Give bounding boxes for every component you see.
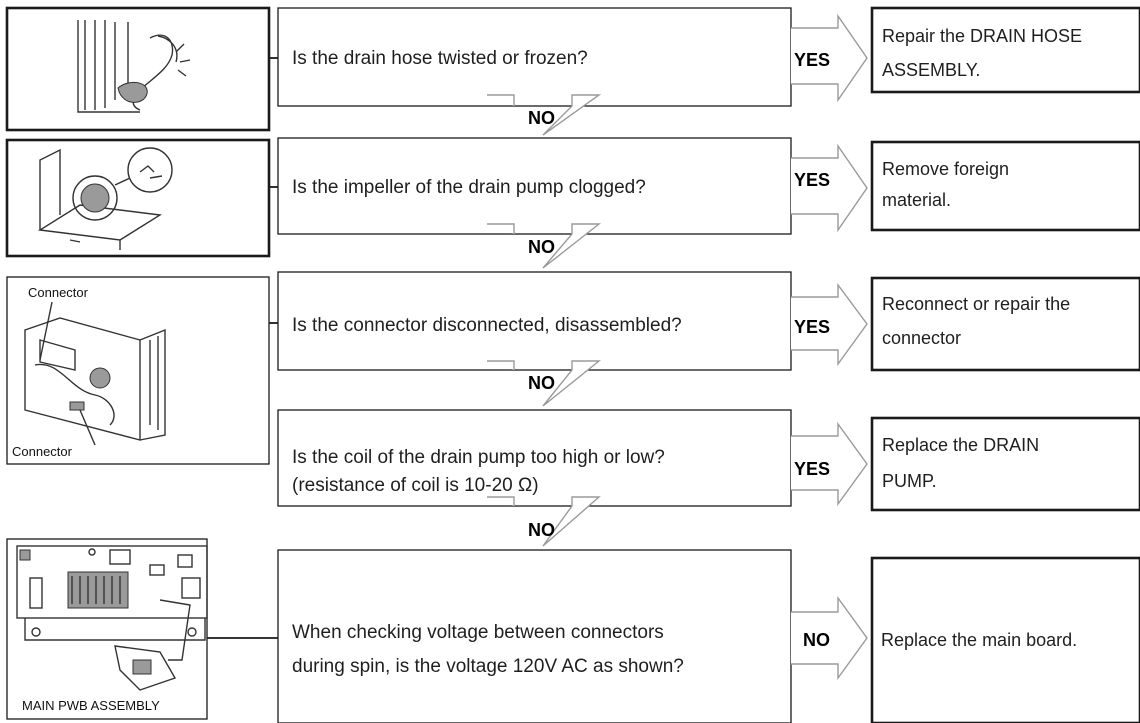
action-5-line-1: Replace the main board. [881, 630, 1077, 650]
action-4-line-1: Replace the DRAIN [882, 435, 1039, 455]
question-3-text: Is the connector disconnected, disassemb… [292, 315, 682, 336]
question-1-text: Is the drain hose twisted or frozen? [292, 48, 588, 69]
question-5-line-1: When checking voltage between connectors [292, 622, 664, 643]
action-2-line-2: material. [882, 190, 951, 210]
question-5-line-2: during spin, is the voltage 120V AC as s… [292, 656, 684, 677]
down-arrow-4: NO [487, 496, 601, 547]
question-box-4: Is the coil of the drain pump too high o… [277, 409, 792, 507]
right-arrow-3: YES [791, 282, 868, 367]
yes-label-2: YES [794, 170, 830, 190]
action-1-line-1: Repair the DRAIN HOSE [882, 26, 1082, 46]
down-arrow-2: NO [487, 223, 602, 269]
right-arrow-4: YES [791, 421, 868, 507]
action-2-line-1: Remove foreign [882, 159, 1009, 179]
connector-icon [24, 301, 166, 446]
question-4-line-1: Is the coil of the drain pump too high o… [292, 447, 665, 468]
question-2-text: Is the impeller of the drain pump clogge… [292, 177, 646, 198]
action-box-3: Reconnect or repair the connector [870, 276, 1140, 372]
no-label-2: NO [528, 237, 555, 257]
right-arrow-2: YES [791, 143, 868, 233]
main-pwb-label: MAIN PWB ASSEMBLY [22, 698, 160, 713]
illustration-drain-pump [5, 138, 271, 258]
yes-label-3: YES [794, 317, 830, 337]
action-3-line-1: Reconnect or repair the [882, 294, 1070, 314]
question-box-2: Is the impeller of the drain pump clogge… [277, 137, 792, 235]
action-box-2: Remove foreign material. [870, 140, 1140, 232]
drain-pump-icon [37, 147, 173, 250]
question-box-3: Is the connector disconnected, disassemb… [277, 271, 792, 371]
connector-bottom-label: Connector [12, 444, 73, 459]
connector-top-label: Connector [28, 285, 89, 300]
right-arrow-1: YES [791, 13, 868, 103]
drain-hose-icon [77, 20, 191, 113]
question-box-5: When checking voltage between connectors… [277, 549, 792, 723]
right-arrow-5: NO [791, 595, 868, 681]
action-box-4: Replace the DRAIN PUMP. [870, 416, 1140, 512]
down-arrow-3: NO [487, 360, 601, 407]
connector-lines [207, 57, 278, 639]
question-box-1: Is the drain hose twisted or frozen? [277, 7, 792, 107]
action-box-5: Replace the main board. [870, 556, 1140, 723]
down-arrow-1: NO [487, 94, 602, 136]
illustration-main-board: MAIN PWB ASSEMBLY [6, 538, 208, 720]
main-board-icon [16, 545, 208, 691]
no-label-1: NO [528, 108, 555, 128]
no-label-5: NO [803, 630, 830, 650]
action-3-line-2: connector [882, 328, 961, 348]
action-1-line-2: ASSEMBLY. [882, 60, 980, 80]
question-4-line-2: (resistance of coil is 10-20 Ω) [292, 475, 539, 496]
yes-label-1: YES [794, 50, 830, 70]
yes-label-4: YES [794, 459, 830, 479]
illustration-connector: Connector Connector [6, 276, 270, 465]
no-label-4: NO [528, 520, 555, 540]
illustration-drain-hose [5, 6, 271, 132]
action-4-line-2: PUMP. [882, 471, 937, 491]
no-label-3: NO [528, 373, 555, 393]
action-box-1: Repair the DRAIN HOSE ASSEMBLY. [870, 6, 1140, 94]
